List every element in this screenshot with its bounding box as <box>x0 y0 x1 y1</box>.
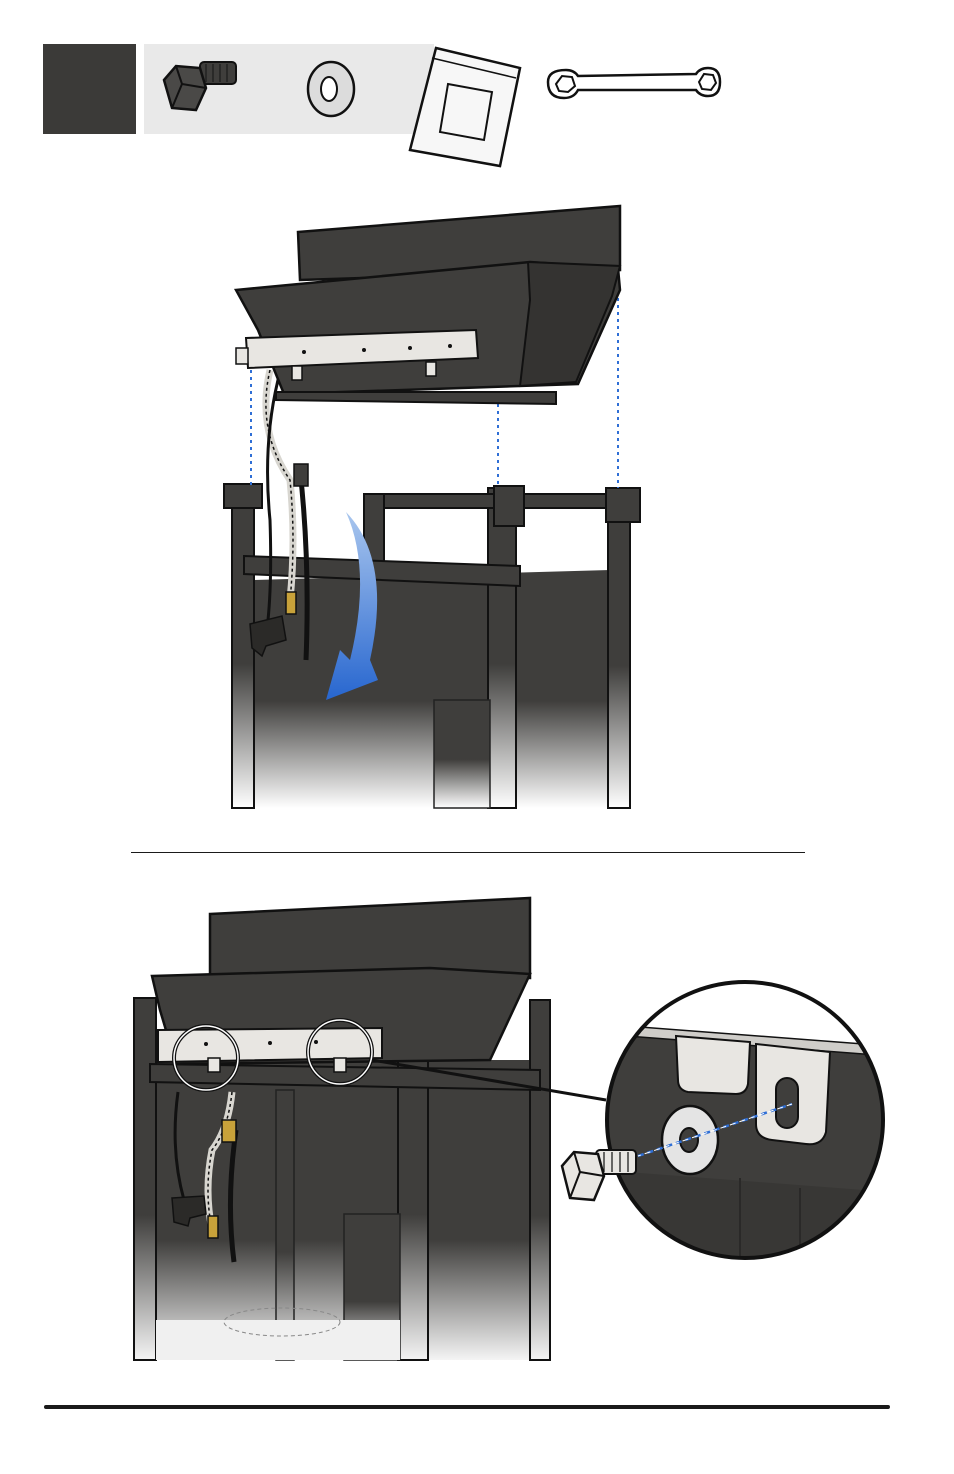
grill-head-bottom <box>150 896 532 1073</box>
section-divider <box>131 852 805 853</box>
detail-callout-rings <box>172 1018 607 1102</box>
bag-icon <box>408 46 522 168</box>
washer-icon <box>306 60 356 118</box>
step-number-box <box>43 44 136 134</box>
gas-hose-bottom <box>171 1091 239 1263</box>
gas-hose-top <box>249 369 310 661</box>
cart-frame-top <box>223 483 641 809</box>
washer-detail <box>660 1104 720 1176</box>
wrench-icon <box>546 66 722 100</box>
hex-bolt-icon <box>162 61 237 112</box>
rotate-arrow <box>326 512 378 700</box>
footer-rule <box>44 1405 890 1409</box>
alignment-guides-top <box>250 298 619 488</box>
magnified-detail <box>605 980 885 1260</box>
grill-head-top <box>233 204 622 406</box>
cart-frame-bottom <box>133 995 551 1361</box>
bolt-detail <box>560 1149 637 1202</box>
